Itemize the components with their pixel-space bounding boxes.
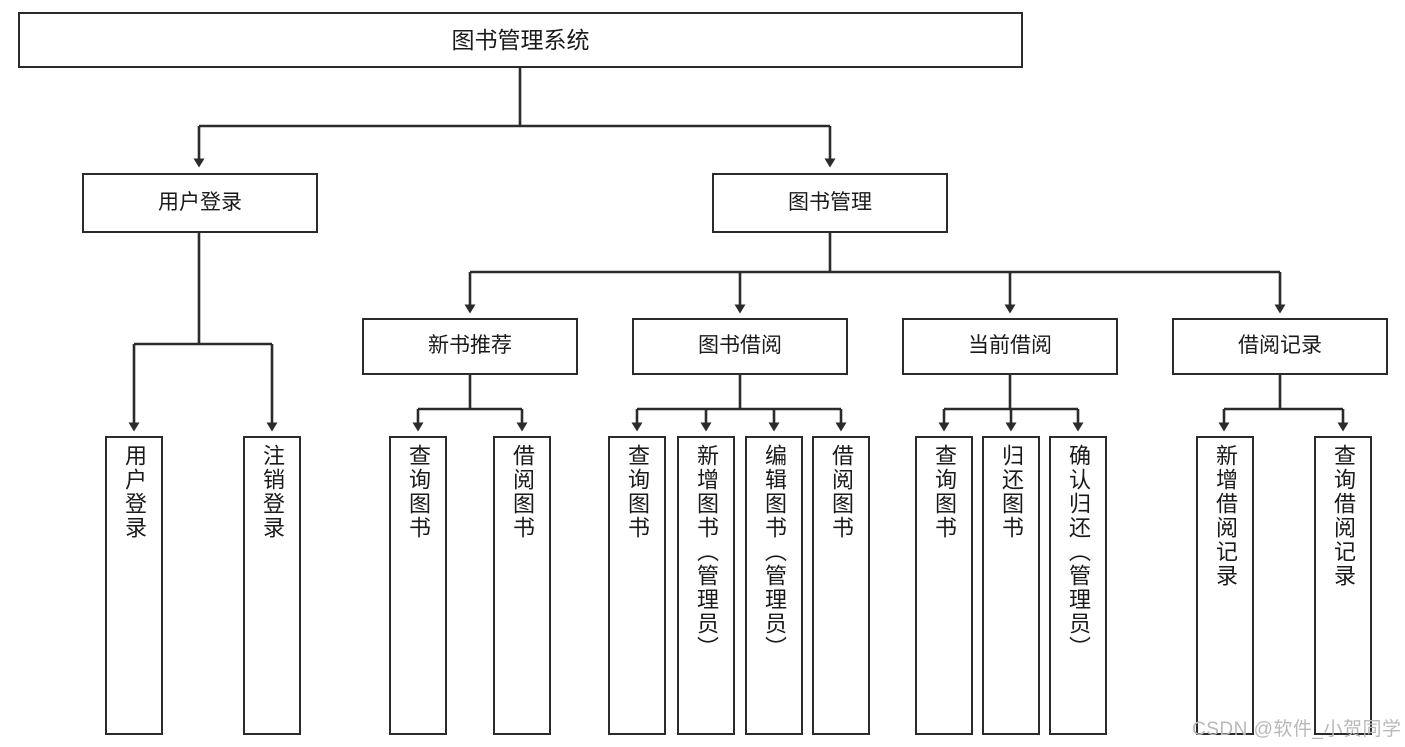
node-label: 新书推荐: [428, 334, 512, 358]
leaf-current-borrow-return[interactable]: 归还图书: [982, 436, 1040, 735]
node-label: 查询借阅记录: [1331, 444, 1356, 588]
node-label: 查询图书: [625, 444, 650, 540]
node-label: 图书管理系统: [451, 26, 590, 53]
leaf-new-book-query[interactable]: 查询图书: [389, 436, 447, 735]
node-label: 用户登录: [158, 190, 242, 214]
node-borrow-record[interactable]: 借阅记录: [1172, 318, 1388, 375]
node-label: 确认归还（管理员）: [1066, 444, 1091, 660]
leaf-book-borrow-add[interactable]: 新增图书（管理员）: [677, 436, 735, 735]
leaf-book-borrow-edit[interactable]: 编辑图书（管理员）: [745, 436, 803, 735]
node-label: 新增图书（管理员）: [694, 444, 719, 660]
node-label: 借阅记录: [1238, 334, 1322, 358]
node-current-borrow[interactable]: 当前借阅: [902, 318, 1118, 375]
node-label: 查询图书: [406, 444, 431, 540]
node-label: 查询图书: [932, 444, 957, 540]
leaf-borrow-record-add[interactable]: 新增借阅记录: [1196, 436, 1254, 735]
node-label: 借阅图书: [510, 444, 535, 540]
node-new-book-recommend[interactable]: 新书推荐: [362, 318, 578, 375]
leaf-current-borrow-confirm-return[interactable]: 确认归还（管理员）: [1049, 436, 1107, 735]
leaf-user-login-logout[interactable]: 注销登录: [243, 436, 301, 735]
leaf-user-login-login[interactable]: 用户登录: [105, 436, 163, 735]
node-user-login[interactable]: 用户登录: [82, 173, 318, 233]
node-book-management[interactable]: 图书管理: [712, 173, 948, 233]
node-label: 图书借阅: [698, 334, 782, 358]
node-label: 借阅图书: [829, 444, 854, 540]
node-label: 当前借阅: [968, 334, 1052, 358]
node-label: 编辑图书（管理员）: [762, 444, 787, 660]
leaf-book-borrow-borrow[interactable]: 借阅图书: [812, 436, 870, 735]
leaf-current-borrow-query[interactable]: 查询图书: [915, 436, 973, 735]
node-label: 新增借阅记录: [1213, 444, 1238, 588]
node-root-system[interactable]: 图书管理系统: [18, 12, 1023, 68]
node-label: 注销登录: [260, 444, 285, 540]
node-label: 归还图书: [999, 444, 1024, 540]
node-label: 用户登录: [122, 444, 147, 540]
leaf-borrow-record-query[interactable]: 查询借阅记录: [1314, 436, 1372, 735]
node-label: 图书管理: [788, 190, 872, 214]
node-book-borrow[interactable]: 图书借阅: [632, 318, 848, 375]
leaf-new-book-borrow[interactable]: 借阅图书: [493, 436, 551, 735]
leaf-book-borrow-query[interactable]: 查询图书: [608, 436, 666, 735]
